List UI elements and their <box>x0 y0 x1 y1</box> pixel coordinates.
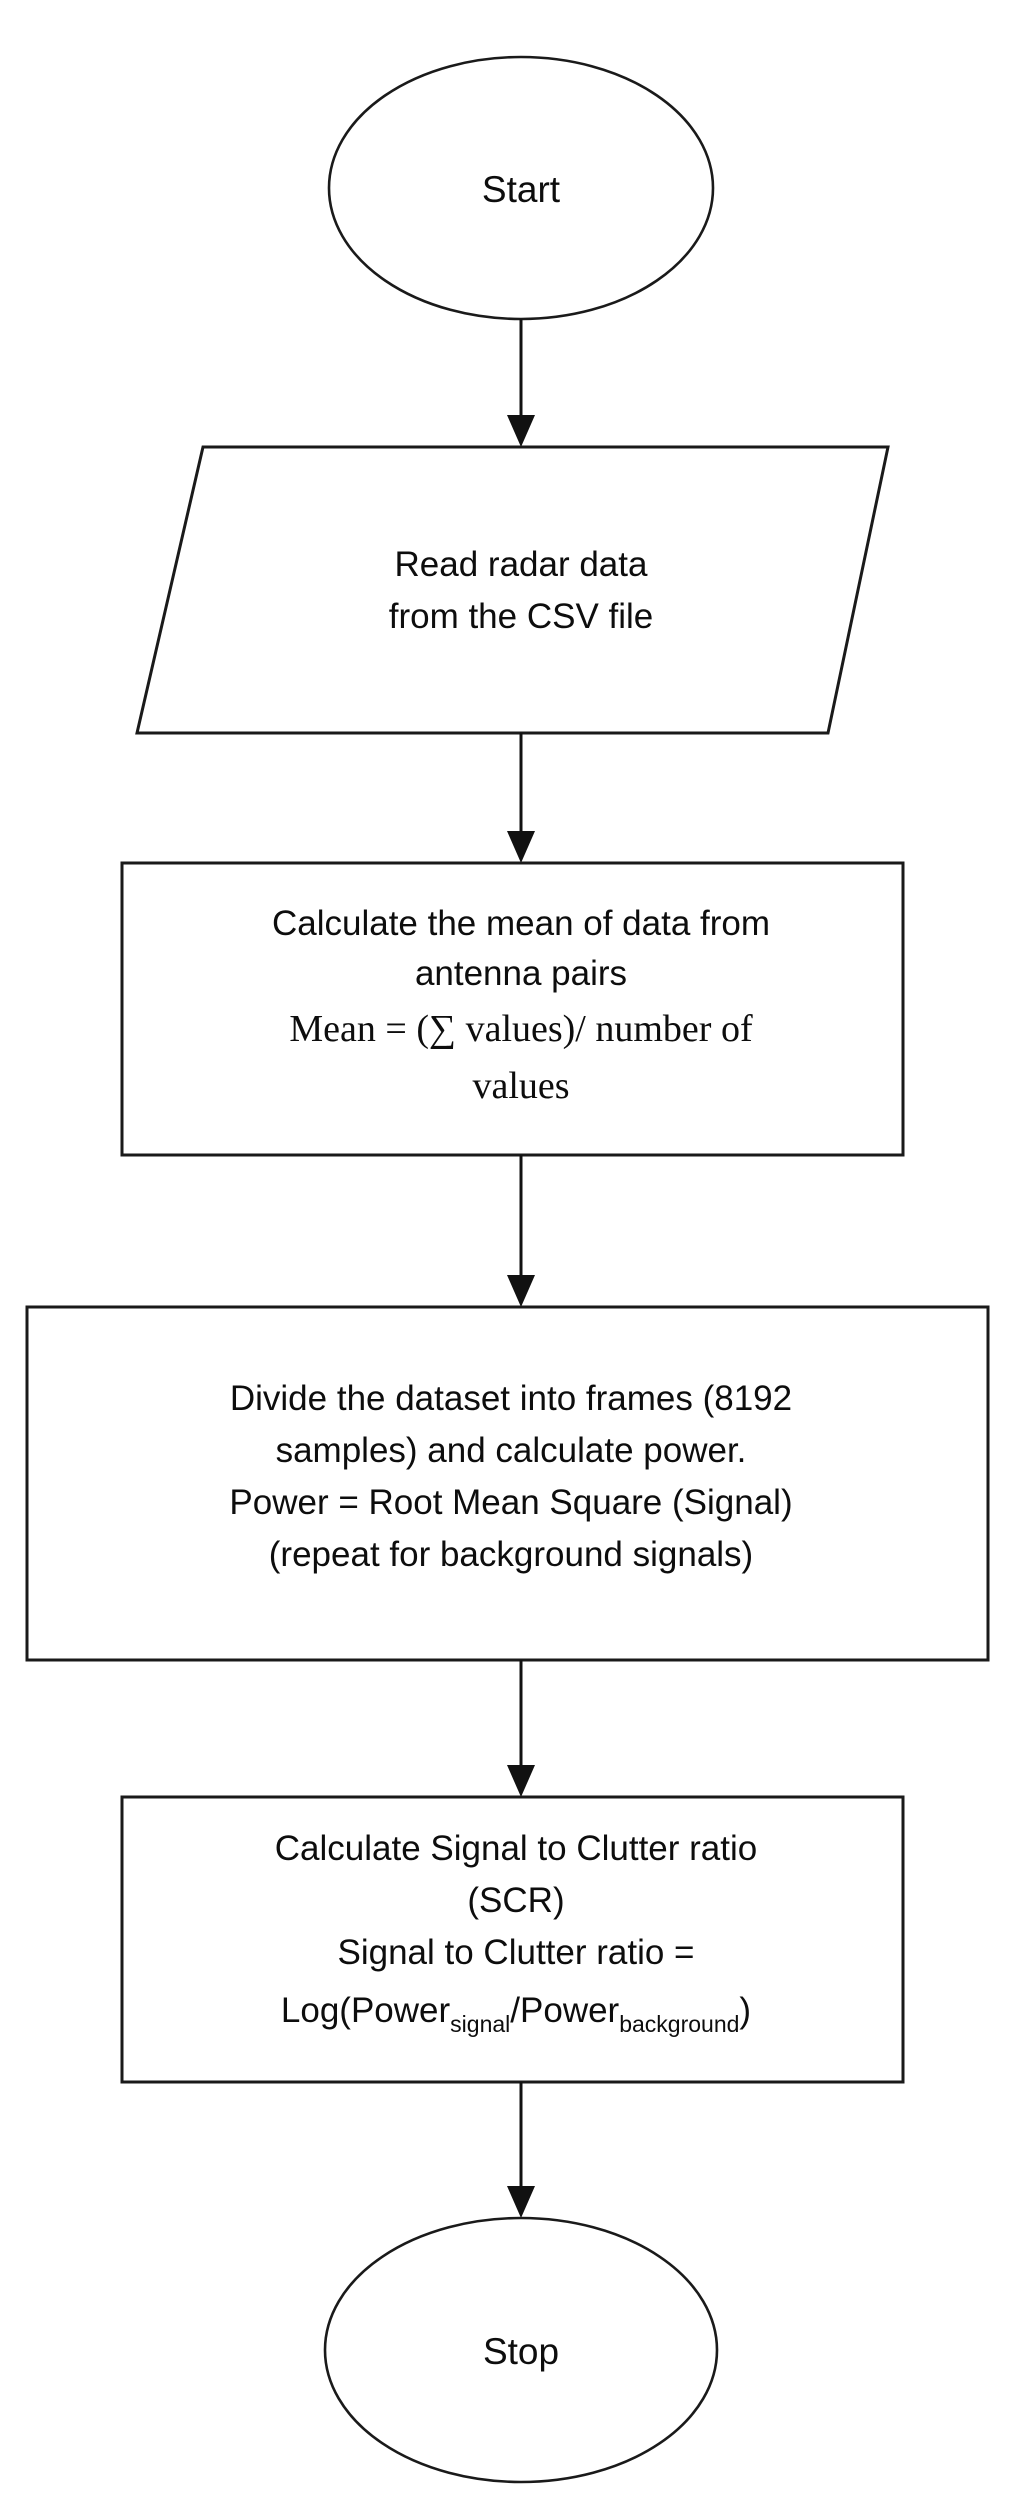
connector-read-data-to-mean <box>507 733 535 863</box>
mean-rectangle-shape <box>120 861 905 1157</box>
read-data-parallelogram-shape <box>135 445 890 735</box>
node-read-data[interactable]: Read radar data from the CSV file <box>135 445 890 735</box>
mean-line-2: antenna pairs <box>415 954 627 993</box>
mean-formula-line: Mean = (∑ values)/ number of <box>289 1008 753 1050</box>
mean-formula-tail: values <box>472 1065 569 1107</box>
arrow-head-3 <box>507 1275 535 1307</box>
power-line-2: samples) and calculate power. <box>276 1431 747 1470</box>
arrow-head-5 <box>507 2186 535 2218</box>
node-start[interactable]: Start <box>327 55 715 321</box>
sigma-symbol: ∑ <box>429 1008 456 1050</box>
node-scr[interactable]: Calculate Signal to Clutter ratio (SCR) … <box>120 1795 905 2084</box>
scr-formula-slash-power: /Power <box>510 1991 619 2030</box>
connector-start-to-read-data <box>507 319 535 447</box>
connector-mean-to-power <box>507 1155 535 1307</box>
scr-subscript-background: background <box>619 2011 739 2037</box>
scr-rectangle-shape <box>120 1795 905 2084</box>
arrow-head-4 <box>507 1765 535 1797</box>
read-data-line-2: from the CSV file <box>389 597 654 636</box>
scr-line-2: (SCR) <box>467 1881 564 1920</box>
mean-formula-prefix: Mean = ( <box>289 1008 429 1050</box>
node-stop[interactable]: Stop <box>323 2216 719 2484</box>
stop-label: Stop <box>483 2331 559 2372</box>
start-label: Start <box>482 169 561 210</box>
stop-ellipse-shape <box>323 2216 719 2484</box>
scr-formula-log-open: Log(Power <box>281 1991 451 2030</box>
read-data-line-1: Read radar data <box>395 545 648 584</box>
arrow-head-2 <box>507 831 535 863</box>
scr-subscript-signal: signal <box>450 2011 510 2037</box>
scr-formula-close: ) <box>739 1991 751 2030</box>
node-mean[interactable]: Calculate the mean of data from antenna … <box>120 861 905 1157</box>
connector-power-to-scr <box>507 1660 535 1797</box>
connector-scr-to-stop <box>507 2082 535 2218</box>
mean-formula-middle: values)/ number of <box>456 1008 753 1050</box>
node-power[interactable]: Divide the dataset into frames (8192 sam… <box>25 1305 990 1662</box>
power-line-4: (repeat for background signals) <box>269 1535 753 1574</box>
scr-line-1: Calculate Signal to Clutter ratio <box>275 1829 757 1868</box>
power-line-3: Power = Root Mean Square (Signal) <box>229 1483 792 1522</box>
power-rectangle-shape <box>25 1305 990 1662</box>
scr-line-3: Signal to Clutter ratio = <box>338 1933 695 1972</box>
power-line-1: Divide the dataset into frames (8192 <box>230 1379 792 1418</box>
mean-line-1: Calculate the mean of data from <box>272 904 770 943</box>
scr-formula-line: Log(Powersignal/Powerbackground) <box>281 1991 751 2037</box>
arrow-head-1 <box>507 415 535 447</box>
